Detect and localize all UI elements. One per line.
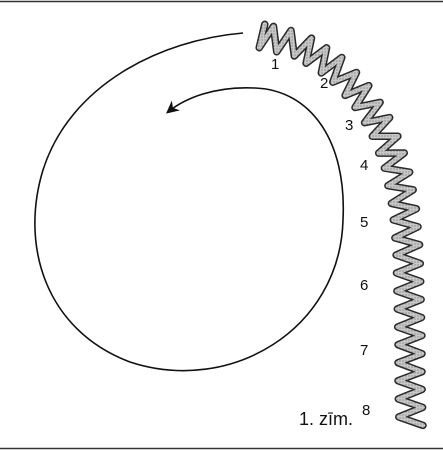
zigzag-strand [259, 24, 423, 425]
position-label-3: 3 [345, 117, 353, 134]
position-label-8: 8 [362, 402, 370, 419]
position-label-6: 6 [360, 277, 368, 294]
position-label-1: 1 [271, 56, 279, 73]
circular-arrow-path [35, 33, 343, 371]
position-label-2: 2 [320, 75, 328, 92]
figure-caption: 1. zīm. [299, 410, 353, 428]
position-label-7: 7 [360, 342, 368, 359]
position-label-4: 4 [360, 157, 368, 174]
position-label-5: 5 [360, 214, 368, 231]
